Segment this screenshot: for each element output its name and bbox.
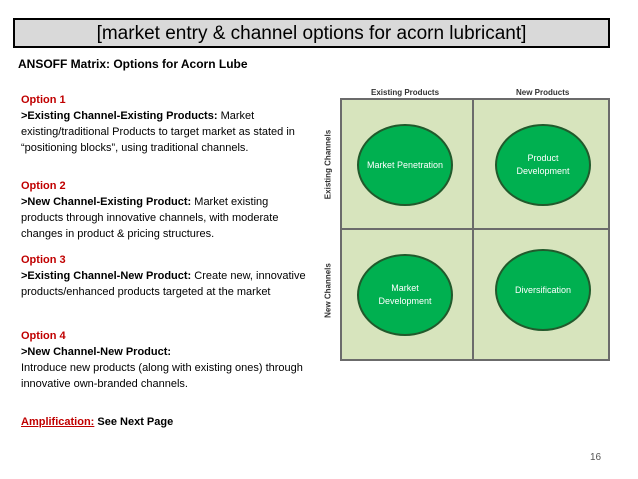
cell-market-development: Market Development [357, 254, 453, 336]
cell-diversification-label: Diversification [514, 284, 572, 295]
option-3-text: >Existing Channel-New Product: Create ne… [21, 268, 311, 300]
amplification-label: Amplification: [21, 416, 95, 428]
option-2-heading: Option 2 [21, 180, 66, 192]
column-header-existing-products: Existing Products [371, 88, 440, 97]
option-4-title: >New Channel-New Product: [21, 346, 172, 358]
option-1-text: >Existing Channel-Existing Products: Mar… [21, 108, 311, 156]
slide-title: [market entry & channel options for acor… [96, 22, 527, 44]
cell-market-development-label: Market Development [378, 283, 432, 306]
page-number: 16 [590, 452, 602, 463]
option-1: Option 1 >Existing Channel-Existing Prod… [21, 93, 311, 156]
cell-market-penetration-label: Market Penetration [366, 159, 444, 170]
cell-market-penetration: Market Penetration [357, 124, 453, 206]
matrix-horizontal-divider [340, 228, 610, 230]
option-3-description: Create new, innovative products/enhanced… [21, 270, 306, 298]
option-1-description: Market existing/traditional Products to … [21, 110, 295, 154]
option-1-heading: Option 1 [21, 94, 66, 106]
row-header-existing-channels: Existing Channels [323, 129, 333, 200]
matrix-subtitle: ANSOFF Matrix: Options for Acorn Lube [18, 57, 248, 71]
option-3-title: >Existing Channel-New Product: [21, 270, 192, 282]
option-1-title: >Existing Channel-Existing Products: [21, 110, 218, 122]
option-2: Option 2 >New Channel-Existing Product: … [21, 179, 311, 242]
option-4: Option 4 >New Channel-New Product: Introd… [21, 329, 311, 392]
option-4-description: Introduce new products (along with exist… [21, 362, 303, 390]
option-3: Option 3 >Existing Channel-New Product: … [21, 253, 311, 300]
option-2-title: >New Channel-Existing Product: [21, 196, 192, 208]
row-header-new-channels: New Channels [323, 263, 333, 318]
amplification-text: See Next Page [94, 416, 174, 428]
option-3-heading: Option 3 [21, 254, 66, 266]
option-2-text: >New Channel-Existing Product: Market ex… [21, 194, 311, 242]
option-4-text: >New Channel-New Product: Introduce new p… [21, 344, 311, 392]
option-4-heading: Option 4 [21, 330, 66, 342]
cell-product-development: Product Development [495, 124, 591, 206]
cell-product-development-label: Product Development [516, 153, 570, 176]
cell-diversification: Diversification [495, 249, 591, 331]
column-header-new-products: New Products [516, 88, 570, 97]
slide-title-box: [market entry & channel options for acor… [13, 18, 610, 48]
option-2-description: Market existing products through innovat… [21, 196, 279, 240]
amplification-note: Amplification: See Next Page [21, 416, 173, 428]
